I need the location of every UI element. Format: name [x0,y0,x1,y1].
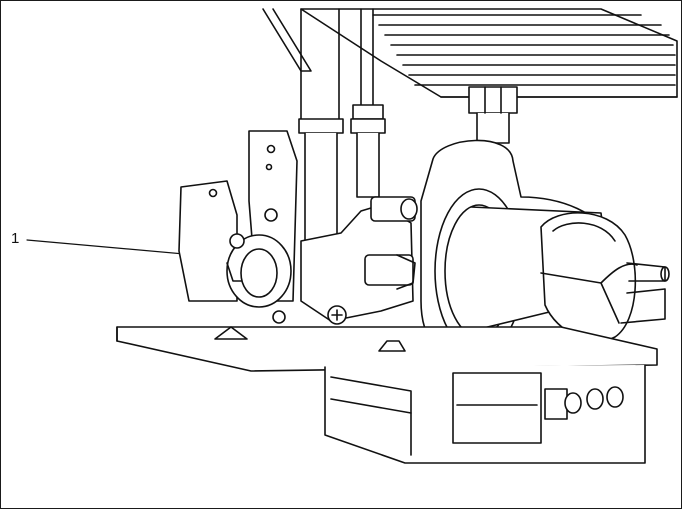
thin-pipe [350,8,386,198]
thermocouple-fitting [226,208,292,324]
callout-label-1: 1 [11,230,20,247]
side-rod [620,262,670,324]
gas-tube [298,8,344,250]
grill-fins [262,8,678,98]
lower-housing [324,364,646,464]
base-plate [116,326,658,372]
pilot-assembly [300,196,418,325]
control-knob [540,212,638,342]
top-nut [468,86,518,144]
